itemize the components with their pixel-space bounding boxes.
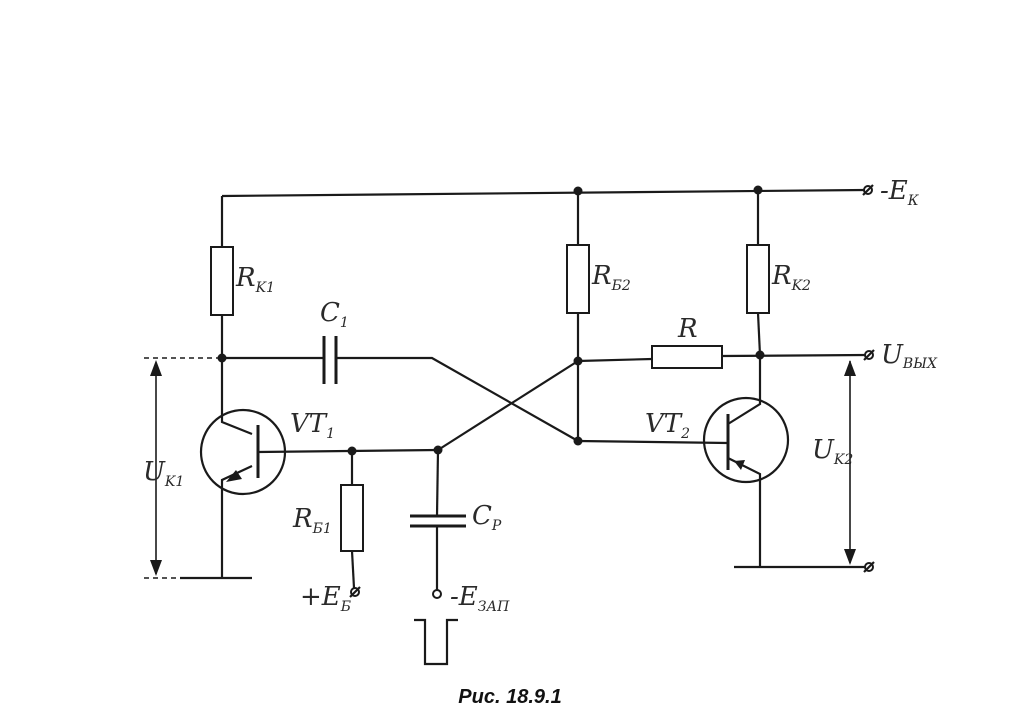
label-vt1: VT1: [290, 409, 335, 442]
r-wire-right: [721, 353, 867, 358]
label-ezap: -EЗАП: [450, 582, 510, 615]
cross-wire: [437, 360, 579, 451]
c1-wire-right: [336, 356, 579, 442]
label-uout: UВЫХ: [881, 340, 938, 372]
label-rb2: RБ2: [591, 261, 631, 294]
label-c1: C1: [320, 298, 349, 331]
terminal-uout-slash: [863, 349, 875, 361]
resistor-rb2: [566, 244, 590, 314]
terminal-ek-slash: [862, 184, 874, 196]
terminal-eb-slash: [349, 586, 361, 598]
vt2-base-wire: [577, 439, 729, 445]
transistor-vt2: [702, 396, 790, 484]
label-cp: CP: [472, 501, 502, 534]
uk2-arrow-top: [844, 360, 856, 376]
label-rb1: RБ1: [292, 504, 332, 537]
pulse-symbol: [414, 618, 458, 666]
vt2-collector-wire: [727, 355, 762, 425]
resistor-rk2: [746, 244, 770, 314]
vt1-collector-wire: [220, 358, 253, 436]
label-vt2: VT2: [645, 409, 690, 442]
supply-rail: [221, 188, 866, 198]
terminal-ground-slash: [863, 561, 875, 573]
label-eb: +EБ: [300, 582, 351, 615]
figure-caption: Рис. 18.9.1: [458, 686, 561, 708]
label-uk1: UK1: [143, 457, 184, 490]
label-rk1: RK1: [235, 263, 275, 296]
uk1-arrow-bottom: [150, 560, 162, 576]
uk1-arrow-top: [150, 360, 162, 376]
label-uk2: UK2: [812, 435, 853, 468]
vt2-emitter-wire: [727, 457, 762, 567]
vt1-emitter-wire: [220, 465, 253, 578]
cp-wire-top: [435, 449, 440, 517]
r-wire-left: [577, 357, 653, 363]
label-ek: -EК: [880, 176, 920, 209]
terminal-ezap: [432, 589, 442, 599]
resistor-rb1: [340, 484, 364, 552]
vt2-emitter-arrow: [734, 460, 745, 470]
vt1-emitter-arrow: [226, 470, 242, 482]
label-r: R: [677, 314, 698, 344]
uk2-arrow-bottom: [844, 549, 856, 565]
resistor-rk1: [210, 246, 234, 316]
rk2-wire-bottom: [756, 312, 762, 356]
label-rk2: RK2: [771, 261, 811, 294]
rb1-wire-bottom: [350, 550, 356, 589]
resistor-r: [651, 345, 723, 369]
